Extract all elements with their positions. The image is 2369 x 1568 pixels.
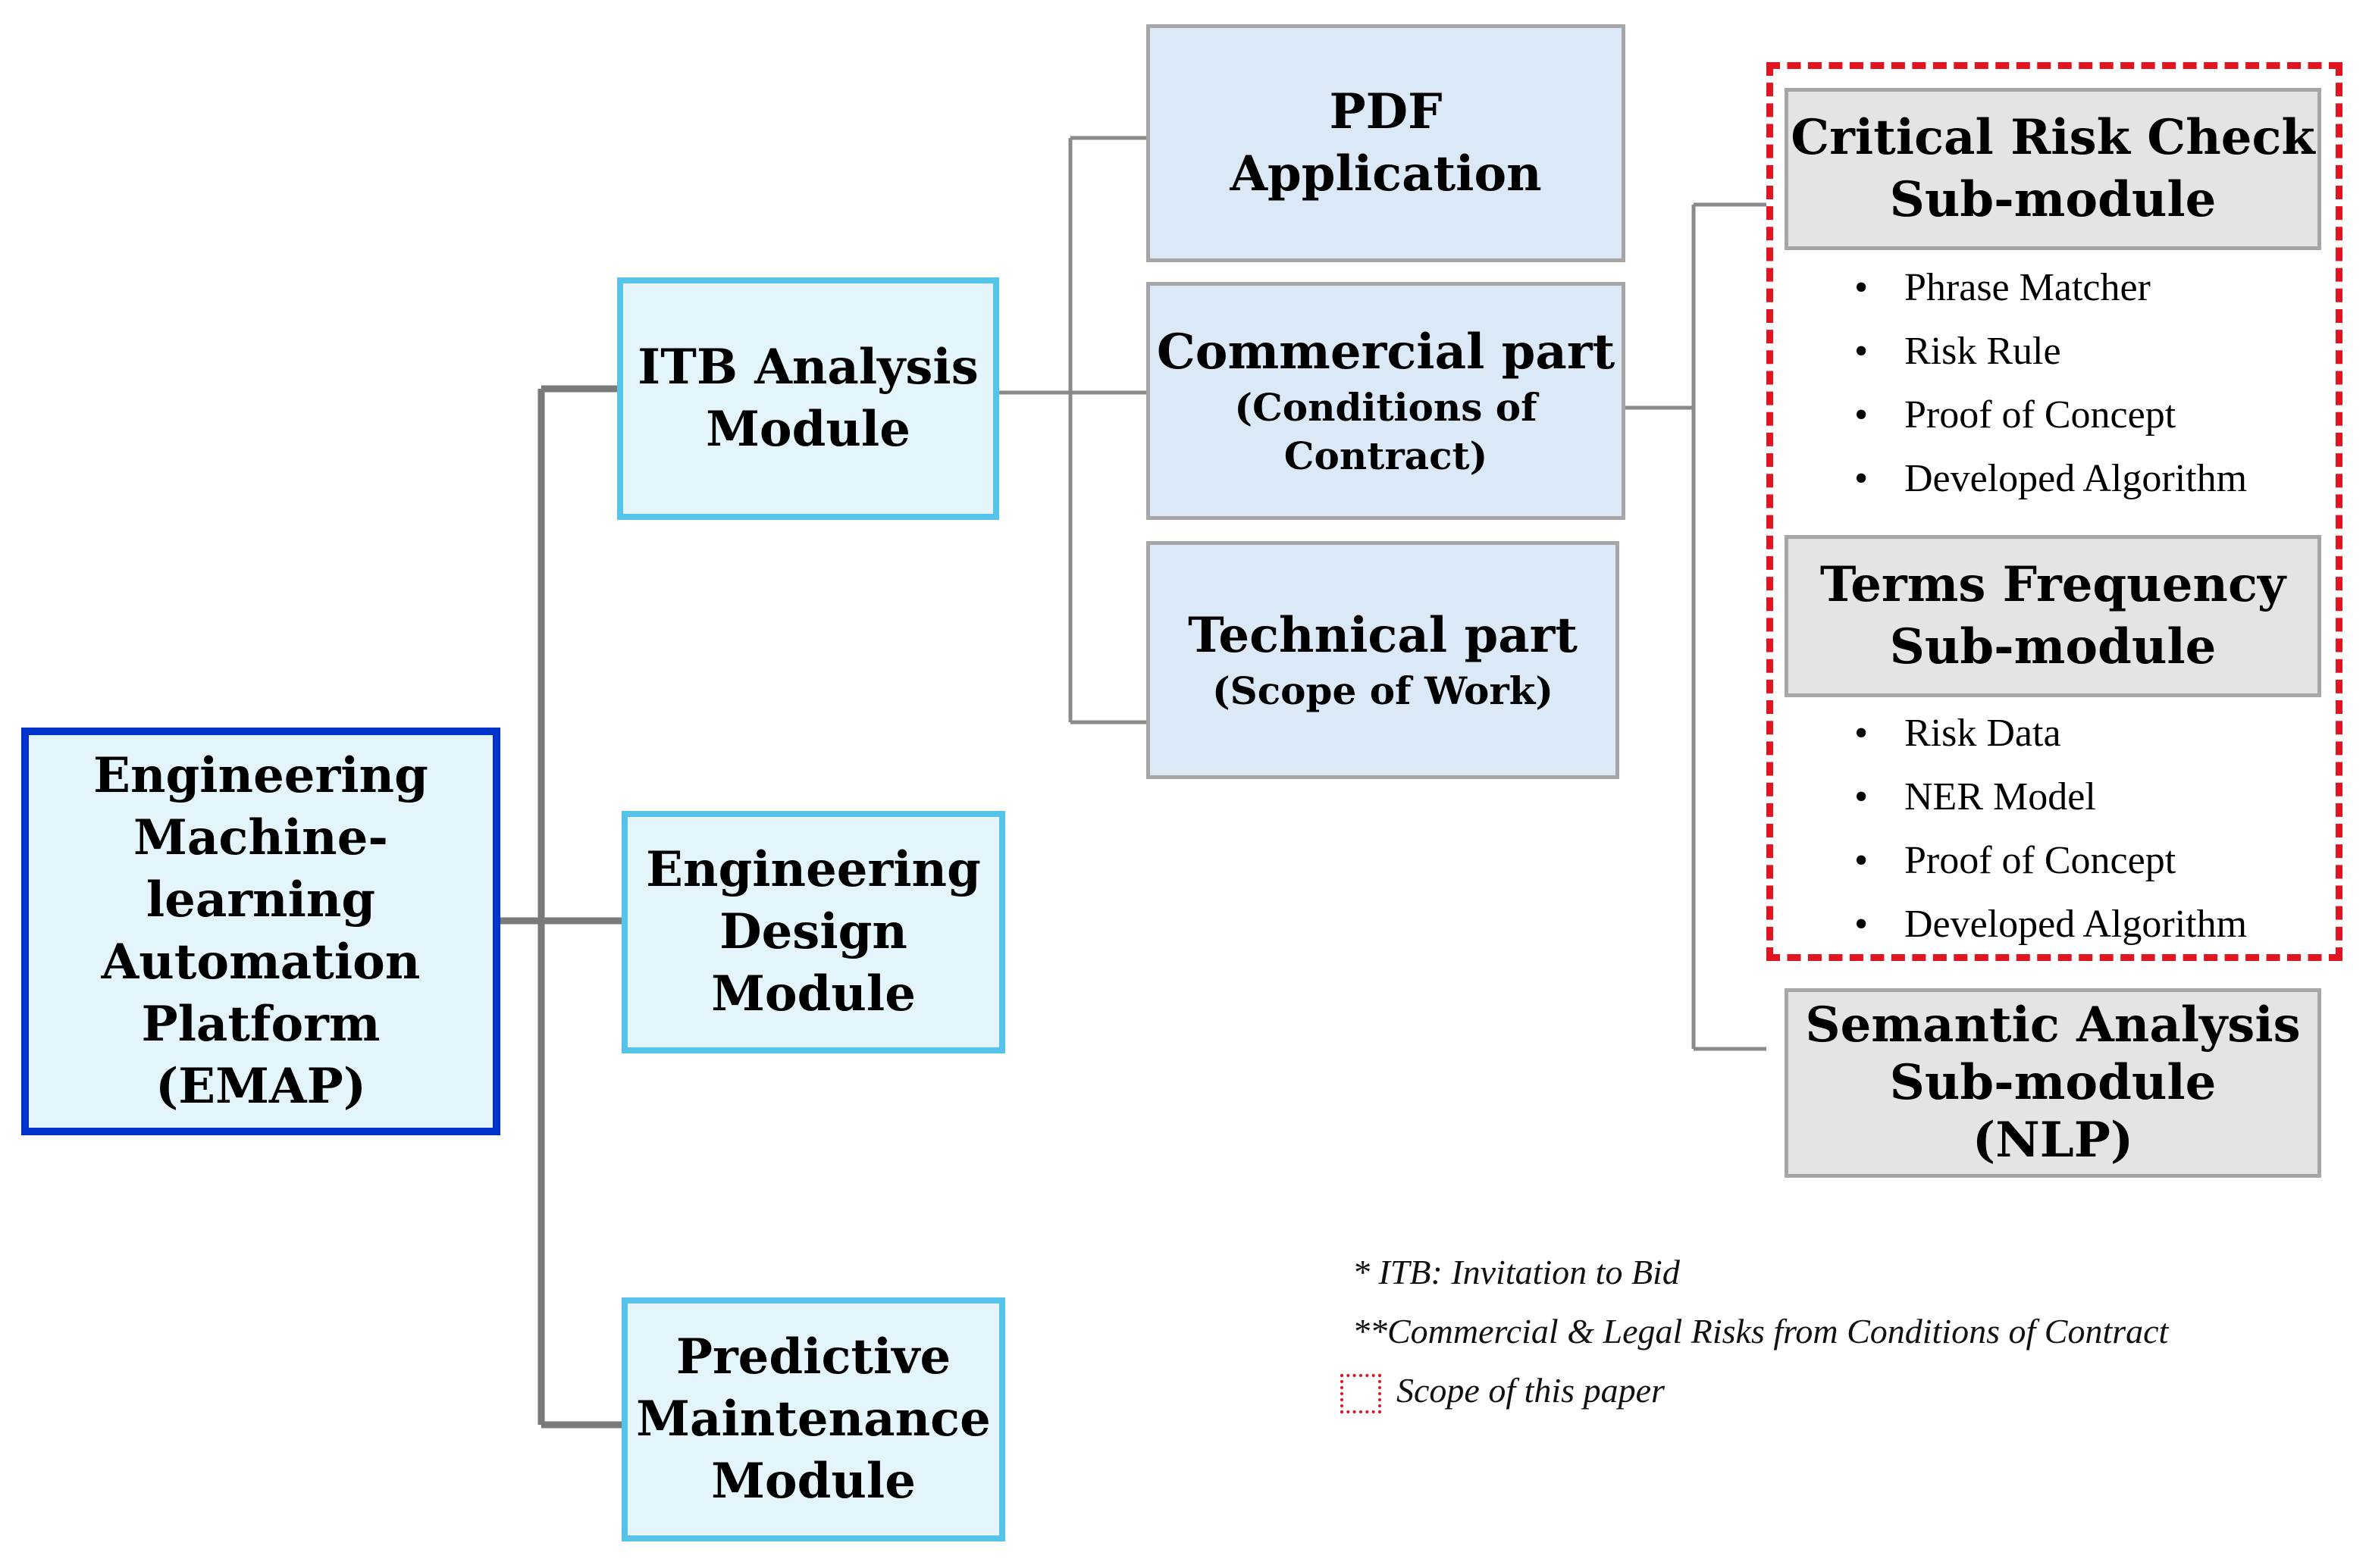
list-item: Developed Algorithm — [1854, 893, 2247, 956]
footnote-risks: **Commercial & Legal Risks from Conditio… — [1352, 1312, 2169, 1350]
technical-part-box: Technical part (Scope of Work) — [1146, 541, 1619, 779]
list-item: Risk Rule — [1854, 320, 2247, 383]
list-item: Risk Data — [1854, 702, 2247, 765]
list-item: NER Model — [1854, 765, 2247, 829]
semantic-line-2: Sub-module — [1889, 1054, 2217, 1111]
legend-scope-label: Scope of this paper — [1396, 1371, 1665, 1410]
footnote-itb: * ITB: Invitation to Bid — [1352, 1253, 1680, 1291]
critical-risk-line-2: Sub-module — [1889, 171, 2217, 228]
scope-legend-swatch — [1340, 1374, 1381, 1414]
pdf-line-1: PDF — [1329, 83, 1443, 140]
emap-line-5: (EMAP) — [155, 1058, 366, 1115]
terms-frequency-line-2: Sub-module — [1889, 618, 2217, 675]
commercial-subtitle-line-1: (Conditions of — [1234, 385, 1537, 430]
list-item: Phrase Matcher — [1854, 256, 2247, 320]
itb-analysis-module-box: ITB Analysis Module — [617, 277, 999, 520]
design-module-line-2: Design — [719, 903, 907, 960]
itb-module-line-2: Module — [706, 401, 910, 458]
critical-risk-line-1: Critical Risk Check — [1791, 109, 2315, 166]
critical-risk-bullet-list: Phrase Matcher Risk Rule Proof of Concep… — [1854, 256, 2247, 511]
emap-platform-box: Engineering Machine-learning Automation … — [21, 728, 500, 1135]
pdf-line-2: Application — [1230, 146, 1542, 202]
commercial-subtitle-line-2: Contract) — [1283, 433, 1488, 478]
scope-of-paper-frame — [1766, 62, 2342, 961]
maintenance-module-line-1: Predictive — [675, 1329, 951, 1385]
emap-line-4: Platform — [141, 996, 381, 1053]
emap-line-1: Engineering — [93, 747, 428, 804]
terms-frequency-bullet-list: Risk Data NER Model Proof of Concept Dev… — [1854, 702, 2247, 956]
list-item: Developed Algorithm — [1854, 447, 2247, 511]
critical-risk-check-submodule-box: Critical Risk Check Sub-module — [1785, 88, 2321, 250]
semantic-analysis-submodule-box: Semantic Analysis Sub-module (NLP) — [1785, 988, 2321, 1178]
terms-frequency-line-1: Terms Frequency — [1819, 556, 2286, 613]
pdf-application-box: PDF Application — [1146, 24, 1625, 262]
technical-title: Technical part — [1188, 607, 1578, 664]
legend-scope: Scope of this paper — [1340, 1361, 2168, 1420]
list-item: Proof of Concept — [1854, 829, 2247, 893]
commercial-part-box: Commercial part (Conditions of Contract) — [1146, 282, 1625, 520]
terms-frequency-submodule-box: Terms Frequency Sub-module — [1785, 535, 2321, 697]
technical-subtitle: (Scope of Work) — [1211, 668, 1554, 713]
emap-line-2: Machine-learning — [133, 809, 388, 928]
predictive-maintenance-module-box: Predictive Maintenance Module — [622, 1297, 1005, 1541]
design-module-line-3: Module — [711, 966, 916, 1022]
maintenance-module-line-2: Maintenance — [636, 1391, 991, 1448]
design-module-line-1: Engineering — [646, 841, 981, 898]
emap-line-3: Automation — [101, 934, 421, 991]
list-item: Proof of Concept — [1854, 383, 2247, 447]
commercial-title: Commercial part — [1156, 324, 1615, 380]
itb-module-line-1: ITB Analysis — [638, 339, 979, 396]
semantic-line-1: Semantic Analysis — [1805, 997, 2301, 1053]
maintenance-module-line-3: Module — [711, 1453, 916, 1510]
semantic-line-3: (NLP) — [1972, 1112, 2134, 1169]
engineering-design-module-box: Engineering Design Module — [622, 811, 1005, 1053]
footnotes: * ITB: Invitation to Bid **Commercial & … — [1340, 1243, 2169, 1420]
